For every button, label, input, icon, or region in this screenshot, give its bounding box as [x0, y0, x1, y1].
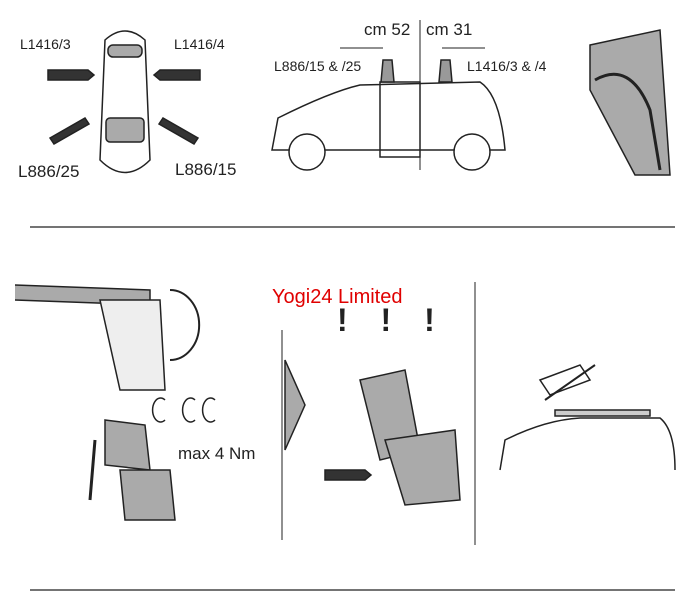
label-front-left: L1416/3 — [20, 36, 71, 52]
label-rear-left: L886/25 — [18, 162, 80, 181]
label-rear-right: L886/15 — [175, 160, 237, 179]
arrow-right-icon — [284, 359, 306, 451]
car-side-view-illustration — [271, 59, 506, 171]
label-torque: max 4 Nm — [178, 444, 256, 463]
car-with-roof-bars-illustration — [499, 364, 676, 471]
watermark: Yogi24 Limited — [272, 286, 403, 308]
label-front-feet: L1416/3 & /4 — [467, 58, 547, 74]
warning-marks: ! ! ! — [337, 302, 447, 338]
foot-assembly-illustration — [14, 284, 216, 521]
clamp-install-illustration — [324, 369, 461, 506]
hand-icons — [47, 69, 201, 145]
clamp-detail-illustration — [589, 29, 671, 176]
label-distance-front: cm 31 — [426, 20, 473, 39]
car-top-view-illustration — [99, 30, 151, 174]
label-distance-rear: cm 52 — [364, 20, 411, 39]
label-front-right: L1416/4 — [174, 36, 225, 52]
label-rear-feet: L886/15 & /25 — [274, 58, 362, 74]
